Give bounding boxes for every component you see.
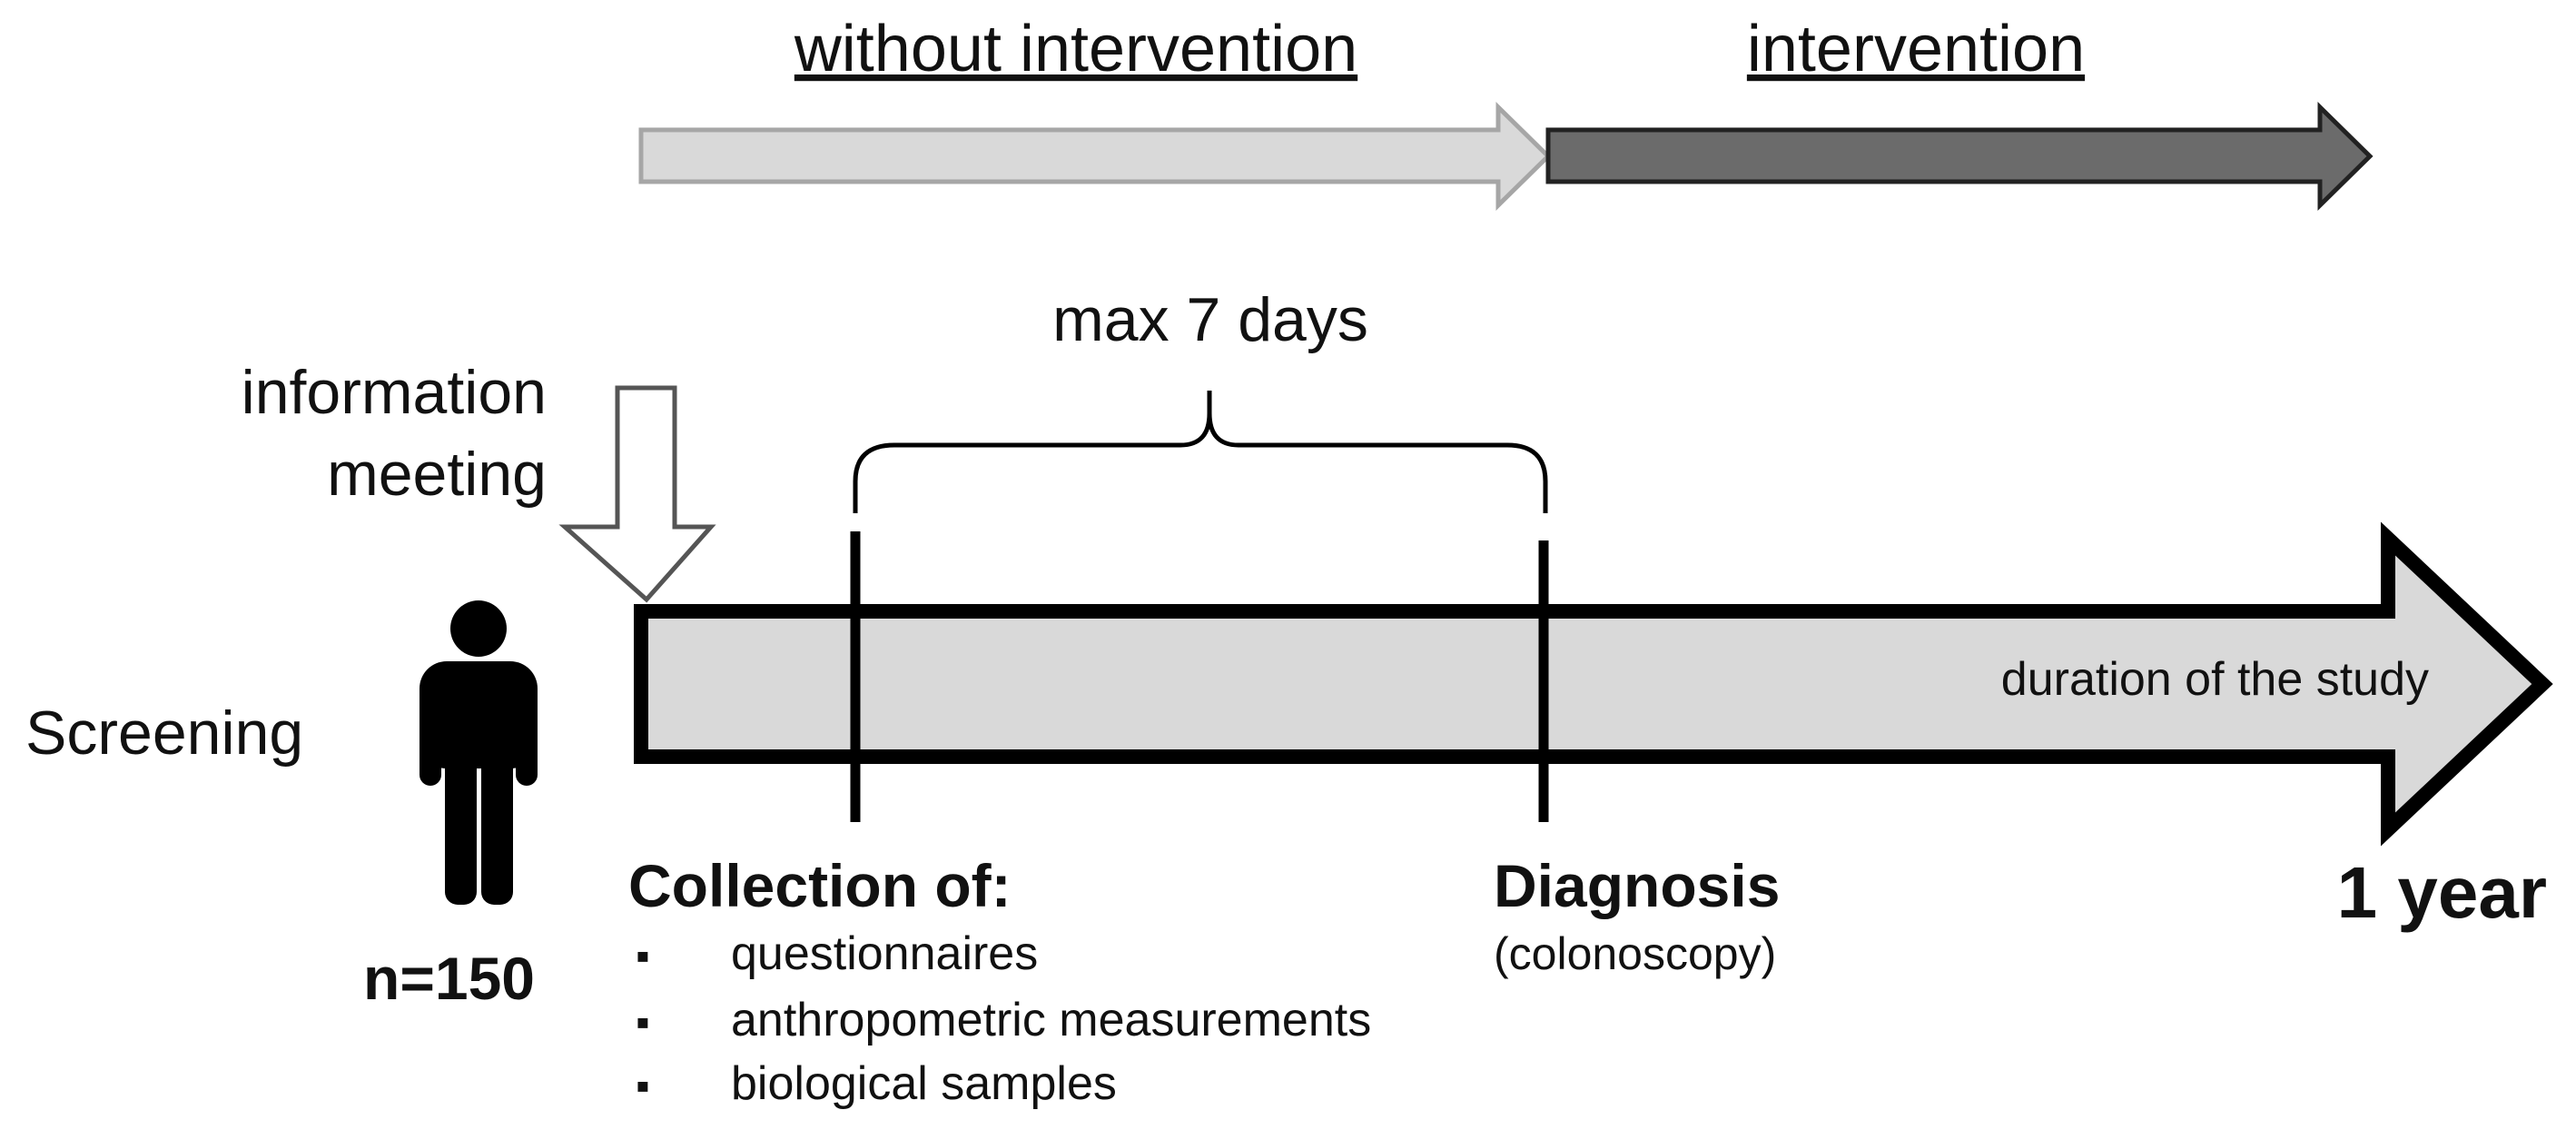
end-time-label: 1 year: [2337, 852, 2547, 933]
time-bracket: [853, 391, 1548, 513]
phase-arrow-intervention: [1545, 102, 2374, 211]
collection-item-anthropometric: anthropometric measurements: [731, 994, 1371, 1046]
collection-item-questionnaires: questionnaires: [731, 927, 1038, 980]
phase-label-without-intervention: without intervention: [794, 13, 1357, 85]
sample-size-label: n=150: [363, 945, 535, 1012]
collection-item-biological: biological samples: [731, 1057, 1117, 1110]
diagnosis-title: Diagnosis: [1494, 852, 1780, 919]
information-meeting-arrow: [558, 385, 716, 603]
collection-bullet-3: ▪: [636, 1064, 650, 1108]
phase-arrow-without-intervention: [638, 102, 1552, 211]
timeline-label: duration of the study: [2001, 653, 2429, 706]
phase-label-intervention: intervention: [1747, 13, 2085, 85]
study-duration-arrow: [634, 521, 2553, 847]
collection-bullet-1: ▪: [636, 934, 650, 978]
information-meeting-label-line1: information: [242, 358, 547, 427]
screening-label: Screening: [25, 699, 303, 768]
information-meeting-label-line2: meeting: [327, 440, 547, 509]
diagnosis-subtitle: (colonoscopy): [1494, 928, 1776, 979]
collection-title: Collection of:: [628, 852, 1012, 919]
person-icon: [419, 600, 538, 905]
collection-bullet-2: ▪: [636, 1000, 650, 1045]
bracket-label: max 7 days: [1052, 285, 1368, 354]
